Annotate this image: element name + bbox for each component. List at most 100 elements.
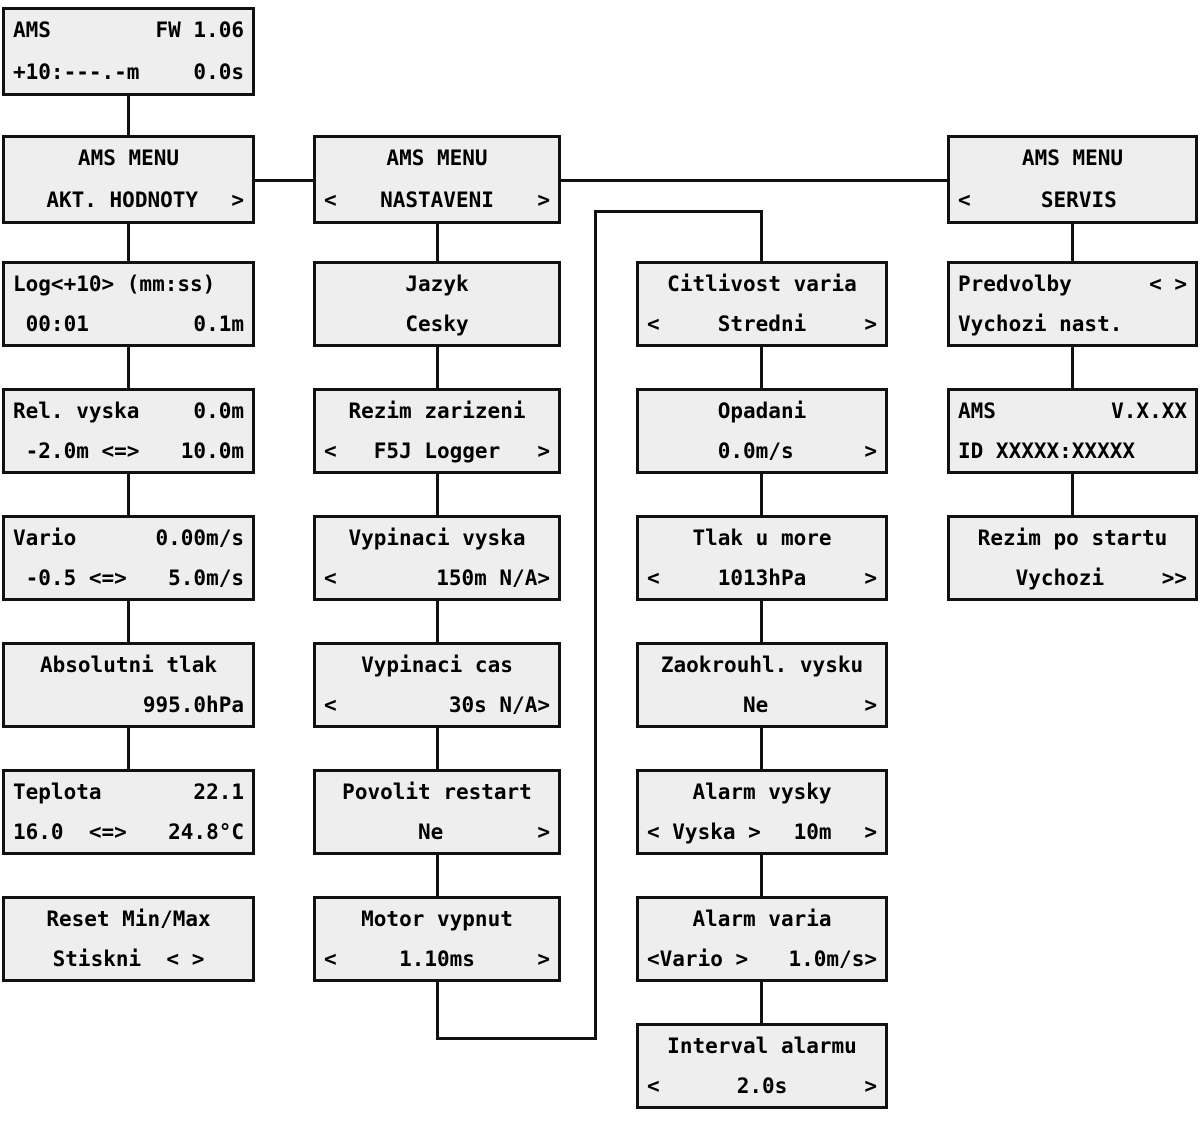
screen-zaokrouhl-vysku[interactable]: Zaokrouhl. vysku Ne > [636, 642, 888, 728]
prev-arrow-icon[interactable]: < [647, 1073, 660, 1098]
connector-c1-4 [127, 727, 130, 769]
log-elapsed-value: 00:01 [13, 311, 89, 336]
vario-line-2: -0.5 <=> 5.0m/s [5, 558, 252, 598]
screen-vypinaci-vyska[interactable]: Vypinaci vyska < 150m N/A> [313, 515, 561, 601]
menu-servis-title: AMS MENU [1021, 146, 1124, 171]
connector-loop-bottom [436, 1037, 597, 1040]
home-firmware-version: FW 1.06 [155, 18, 244, 43]
prev-arrow-icon[interactable]: < [324, 946, 337, 971]
connector-c2-0 [436, 218, 439, 262]
motor-vypnut-line-2: < 1.10ms > [316, 939, 558, 979]
screen-povolit-restart[interactable]: Povolit restart Ne > [313, 769, 561, 855]
interval-alarmu-line-2: < 2.0s > [639, 1066, 885, 1106]
prev-arrow-icon[interactable]: < [647, 311, 660, 336]
screen-tlak-u-more[interactable]: Tlak u more < 1013hPa > [636, 515, 888, 601]
rel-vyska-min: -2.0m <=> [13, 438, 140, 463]
next-arrow-icon[interactable]: > [864, 311, 877, 336]
prev-arrow-icon[interactable]: < [647, 565, 660, 590]
screen-citlivost-varia[interactable]: Citlivost varia < Stredni > [636, 261, 888, 347]
povolit-restart-label: Povolit restart [342, 779, 532, 804]
screen-menu-servis[interactable]: AMS MENU < SERVIS [947, 135, 1198, 224]
screen-menu-akt-hodnoty[interactable]: AMS MENU AKT. HODNOTY > [2, 135, 255, 224]
interval-alarmu-line-1: Interval alarmu [639, 1026, 885, 1066]
menu-servis-line-1: AMS MENU [950, 138, 1195, 180]
alarm-varia-mode-selector[interactable]: <Vario > [647, 946, 749, 971]
ams-verze-value: V.X.XX [1111, 398, 1187, 423]
screen-home[interactable]: AMS FW 1.06 +10:---.-m 0.0s [2, 7, 255, 96]
alarm-vysky-value: 10m [793, 819, 832, 844]
screen-predvolby[interactable]: Predvolby < > Vychozi nast. [947, 261, 1198, 347]
screen-log[interactable]: Log<+10> (mm:ss) 00:01 0.1m [2, 261, 255, 347]
predvolby-value: Vychozi nast. [958, 311, 1123, 336]
tlak-u-more-line-2: < 1013hPa > [639, 558, 885, 598]
prev-arrow-icon[interactable]: < [958, 187, 971, 212]
screen-motor-vypnut[interactable]: Motor vypnut < 1.10ms > [313, 896, 561, 982]
povolit-restart-line-1: Povolit restart [316, 772, 558, 812]
motor-vypnut-line-1: Motor vypnut [316, 899, 558, 939]
absolutni-tlak-label: Absolutni tlak [39, 652, 217, 677]
absolutni-tlak-value: 995.0hPa [142, 692, 244, 717]
citlivost-varia-label: Citlivost varia [667, 271, 857, 296]
log-line-1: Log<+10> (mm:ss) [5, 264, 252, 304]
prev-arrow-icon[interactable]: < [324, 187, 337, 212]
teplota-line-2: 16.0 <=> 24.8°C [5, 812, 252, 852]
screen-absolutni-tlak[interactable]: Absolutni tlak 995.0hPa [2, 642, 255, 728]
jazyk-label: Jazyk [405, 271, 469, 296]
vypinaci-cas-label: Vypinaci cas [361, 652, 513, 677]
connector-loop-into-c3 [760, 210, 763, 262]
screen-rezim-zarizeni[interactable]: Rezim zarizeni < F5J Logger > [313, 388, 561, 474]
rel-vyska-line-1: Rel. vyska 0.0m [5, 391, 252, 431]
alarm-varia-label: Alarm varia [692, 906, 832, 931]
next-arrow-icon[interactable]: > [231, 187, 244, 212]
connector-c3-5 [760, 982, 763, 1024]
prev-arrow-icon[interactable]: < [324, 438, 337, 463]
rezim-po-startu-line-1: Rezim po startu [950, 518, 1195, 558]
screen-rel-vyska[interactable]: Rel. vyska 0.0m -2.0m <=> 10.0m [2, 388, 255, 474]
screen-opadani[interactable]: Opadani 0.0m/s > [636, 388, 888, 474]
connector-c1-2 [127, 473, 130, 515]
alarm-varia-line-2: <Vario > 1.0m/s> [639, 939, 885, 979]
absolutni-tlak-line-1: Absolutni tlak [5, 645, 252, 685]
screen-vypinaci-cas[interactable]: Vypinaci cas < 30s N/A> [313, 642, 561, 728]
prev-arrow-icon[interactable]: < [324, 692, 337, 717]
screen-alarm-vysky[interactable]: Alarm vysky < Vyska > 10m > [636, 769, 888, 855]
ams-device-id: ID XXXXX:XXXXX [958, 438, 1136, 463]
next-arrow-icon[interactable]: > [864, 692, 877, 717]
screen-vario[interactable]: Vario 0.00m/s -0.5 <=> 5.0m/s [2, 515, 255, 601]
menu-akt-line-1: AMS MENU [5, 138, 252, 180]
next-arrow-icon[interactable]: > [864, 565, 877, 590]
connector-loop-up [594, 210, 597, 1040]
menu-nastaveni-line-2: < NASTAVENI > [316, 180, 558, 222]
next-arrow-icon[interactable]: > [864, 819, 877, 844]
next-arrow-icon[interactable]: >> [1161, 565, 1187, 590]
motor-vypnut-value: 1.10ms [399, 946, 475, 971]
prev-arrow-icon[interactable]: < [324, 565, 337, 590]
next-arrow-icon[interactable]: > [537, 819, 550, 844]
alarm-vysky-mode-selector[interactable]: < Vyska > [647, 819, 761, 844]
next-arrow-icon[interactable]: > [864, 1073, 877, 1098]
connector-loop-down [436, 982, 439, 1040]
rezim-zarizeni-value: F5J Logger [373, 438, 501, 463]
screen-ams-verze[interactable]: AMS V.X.XX ID XXXXX:XXXXX [947, 388, 1198, 474]
reset-min-max-action[interactable]: Stiskni < > [52, 946, 205, 971]
screen-reset-min-max[interactable]: Reset Min/Max Stiskni < > [2, 896, 255, 982]
screen-teplota[interactable]: Teplota 22.1 16.0 <=> 24.8°C [2, 769, 255, 855]
zaokrouhl-vysku-line-2: Ne > [639, 685, 885, 725]
screen-alarm-varia[interactable]: Alarm varia <Vario > 1.0m/s> [636, 896, 888, 982]
connector-c3-3 [760, 727, 763, 769]
next-arrow-icon[interactable]: > [537, 187, 550, 212]
povolit-restart-line-2: Ne > [316, 812, 558, 852]
vario-label: Vario [13, 525, 77, 550]
screen-menu-nastaveni[interactable]: AMS MENU < NASTAVENI > [313, 135, 561, 224]
screen-jazyk[interactable]: Jazyk Cesky [313, 261, 561, 347]
tlak-u-more-line-1: Tlak u more [639, 518, 885, 558]
screen-interval-alarmu[interactable]: Interval alarmu < 2.0s > [636, 1023, 888, 1109]
menu-akt-title: AMS MENU [77, 146, 180, 171]
next-arrow-icon[interactable]: > [864, 438, 877, 463]
prev-next-arrow-icon[interactable]: < > [1149, 271, 1187, 296]
next-arrow-icon[interactable]: > [537, 946, 550, 971]
next-arrow-icon[interactable]: > [537, 438, 550, 463]
rel-vyska-max: 10.0m [180, 438, 244, 463]
screen-rezim-po-startu[interactable]: Rezim po startu Vychozi >> [947, 515, 1198, 601]
